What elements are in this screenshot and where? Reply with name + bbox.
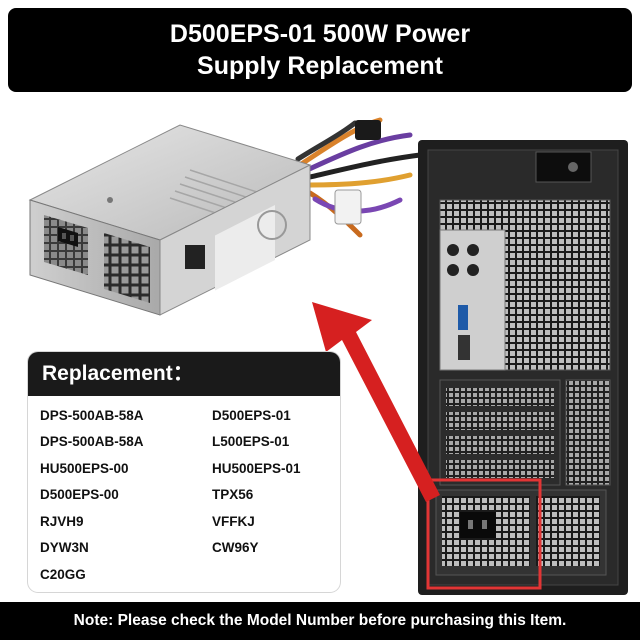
- title-banner: D500EPS-01 500W Power Supply Replacement: [8, 8, 632, 92]
- red-arrow-icon: [312, 302, 440, 502]
- list-item: RJVH9 VFFKJ: [40, 508, 328, 535]
- model-number: L500EPS-01: [212, 434, 290, 450]
- model-number: VFFKJ: [212, 513, 255, 529]
- list-item: C20GG: [40, 561, 328, 588]
- list-item: D500EPS-00 TPX56: [40, 482, 328, 509]
- list-item: HU500EPS-00 HU500EPS-01: [40, 455, 328, 482]
- model-number: HU500EPS-00: [40, 460, 129, 476]
- model-number: CW96Y: [212, 540, 259, 556]
- model-number: D500EPS-01: [212, 407, 291, 423]
- model-number: HU500EPS-01: [212, 460, 301, 476]
- list-item: DPS-500AB-58A D500EPS-01: [40, 402, 328, 429]
- replacement-list: DPS-500AB-58A D500EPS-01 DPS-500AB-58A L…: [28, 396, 340, 588]
- page-title: D500EPS-01 500W Power Supply Replacement: [169, 20, 471, 80]
- model-number: DPS-500AB-58A: [40, 407, 144, 423]
- model-number: C20GG: [40, 566, 86, 582]
- replacement-panel: Replacement： DPS-500AB-58A D500EPS-01 DP…: [28, 352, 340, 592]
- replacement-heading: Replacement：: [28, 352, 340, 396]
- computer-case-image: [418, 140, 628, 595]
- model-number: RJVH9: [40, 513, 84, 529]
- note-bar: Note: Please check the Model Number befo…: [0, 602, 640, 640]
- model-number: D500EPS-00: [40, 487, 119, 503]
- list-item: DYW3N CW96Y: [40, 535, 328, 562]
- list-item: DPS-500AB-58A L500EPS-01: [40, 429, 328, 456]
- power-supply-image: [28, 117, 423, 316]
- model-number: TPX56: [212, 487, 254, 503]
- model-number: DYW3N: [40, 540, 89, 556]
- model-number: DPS-500AB-58A: [40, 434, 144, 450]
